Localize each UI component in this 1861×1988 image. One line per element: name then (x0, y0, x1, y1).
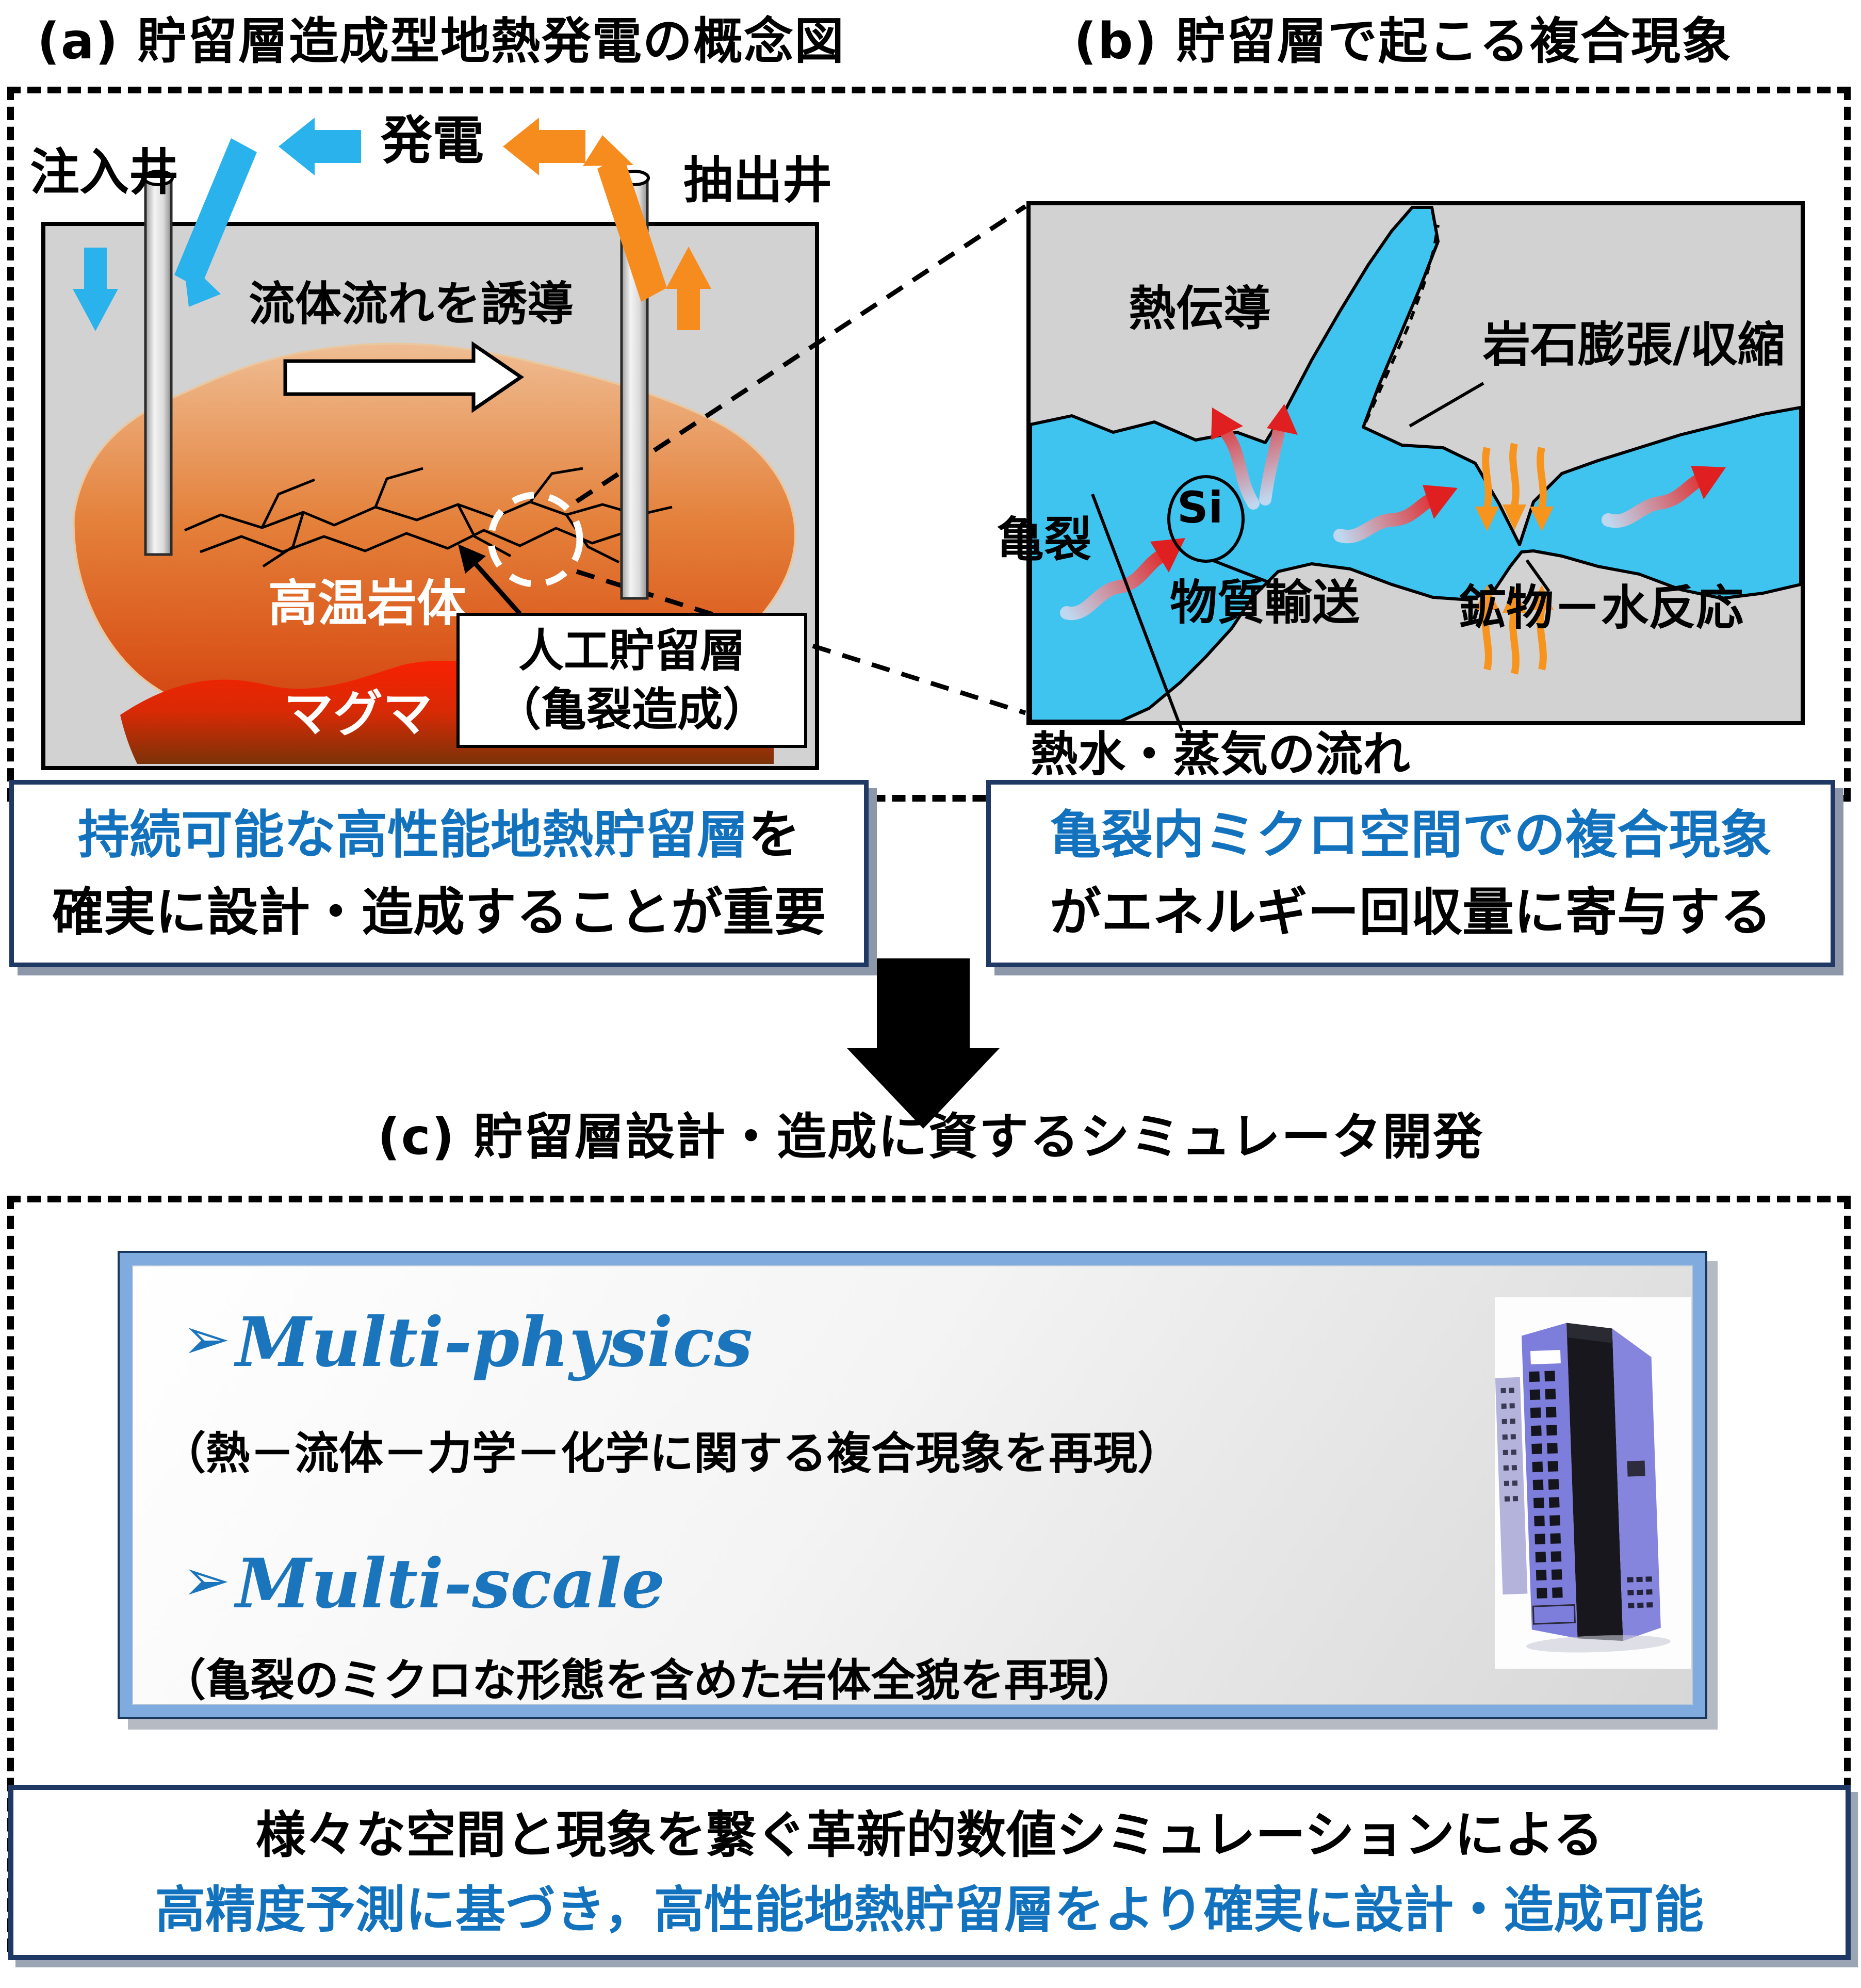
bullet-multi-physics: ➢Multi-physics (182, 1302, 753, 1382)
reservoir-highlight-circle (487, 492, 583, 588)
fracture-channel (1029, 206, 1802, 723)
magma-label: マグマ (284, 685, 432, 743)
multi-physics-text: Multi-physics (235, 1302, 753, 1382)
summary-a-line2: 確実に設計・造成することが重要 (52, 882, 826, 942)
injection-well-label: 注入井 (30, 143, 178, 201)
mineral-water-arrowheads (1475, 504, 1554, 613)
simulator-frame-inner: ➢Multi-physics （熱－流体－力学－化学に関する複合現象を再現） ➢… (132, 1265, 1693, 1706)
panel-b-graphic (1029, 206, 1802, 723)
panel-b-microview (1026, 201, 1805, 725)
multi-scale-text: Multi-scale (235, 1544, 665, 1624)
summary-a-line1-black: を (748, 804, 800, 865)
flow-direction-arrow (283, 341, 525, 413)
summary-a-line1: 持続可能な高性能地熱貯留層を (78, 796, 800, 874)
panel-c-title: (c) 貯留層設計・造成に資するシミュレータ開発 (377, 1108, 1484, 1166)
conclusion-line1: 様々な空間と現象を繋ぐ革新的数値シミュレーションによる (255, 1805, 1604, 1864)
hot-water-flow-label: 熱水・蒸気の流れ (1031, 727, 1411, 782)
mineral-water-label: 鉱物－水反応 (1459, 580, 1744, 635)
panel-b-leader-lines (1211, 382, 1550, 592)
si-label: Si (1177, 482, 1223, 533)
multi-scale-desc: （亀裂のミクロな形態を含めた岩体全貌を再現） (161, 1655, 1137, 1706)
supercomputer-image (1495, 1297, 1691, 1669)
mass-transport-label: 物質輸送 (1170, 575, 1360, 630)
fracture-network (184, 467, 673, 568)
crack-label: 亀裂 (997, 512, 1092, 567)
down-arrow (847, 958, 1000, 1129)
arrow-bullet-icon: ➢ (182, 1547, 231, 1614)
extraction-well-label: 抽出井 (683, 152, 832, 209)
heat-flow-arrows (1060, 404, 1726, 621)
artificial-reservoir-line2: （亀裂造成） (495, 683, 768, 736)
summary-box-b: 亀裂内ミクロ空間での複合現象 がエネルギー回収量に寄与する (986, 780, 1835, 967)
conclusion-line2: 高精度予測に基づき，高性能地熱貯留層をより確実に設計・造成可能 (155, 1881, 1704, 1939)
summary-b-line2: がエネルギー回収量に寄与する (1050, 882, 1772, 942)
induce-flow-label: 流体流れを誘導 (249, 277, 574, 331)
artificial-reservoir-line1: 人工貯留層 (518, 624, 745, 677)
arrow-bullet-icon: ➢ (182, 1306, 231, 1373)
summary-box-a: 持続可能な高性能地熱貯留層を 確実に設計・造成することが重要 (9, 780, 869, 967)
hot-rock-label: 高温岩体 (268, 575, 466, 632)
simulator-frame: ➢Multi-physics （熱－流体－力学－化学に関する複合現象を再現） ➢… (118, 1251, 1707, 1719)
artificial-reservoir-callout: 人工貯留層 （亀裂造成） (456, 613, 807, 748)
heat-conduction-label: 熱伝導 (1129, 281, 1271, 336)
bullet-multi-scale: ➢Multi-scale (182, 1544, 665, 1624)
rock-expansion-label: 岩石膨張/収縮 (1483, 317, 1785, 372)
summary-b-line1: 亀裂内ミクロ空間での複合現象 (1050, 804, 1772, 865)
power-generation-label: 発電 (381, 110, 484, 171)
panel-b-title: (b) 貯留層で起こる複合現象 (1074, 12, 1732, 70)
summary-a-line1-blue: 持続可能な高性能地熱貯留層 (78, 804, 748, 865)
mineral-water-arrows (1482, 443, 1547, 675)
panel-a-title: (a) 貯留層造成型地熱発電の概念図 (37, 12, 845, 70)
multi-physics-desc: （熱－流体－力学－化学に関する複合現象を再現） (161, 1428, 1182, 1479)
conclusion-box: 様々な空間と現象を繋ぐ革新的数値シミュレーションによる 高精度予測に基づき，高性… (8, 1785, 1851, 1960)
